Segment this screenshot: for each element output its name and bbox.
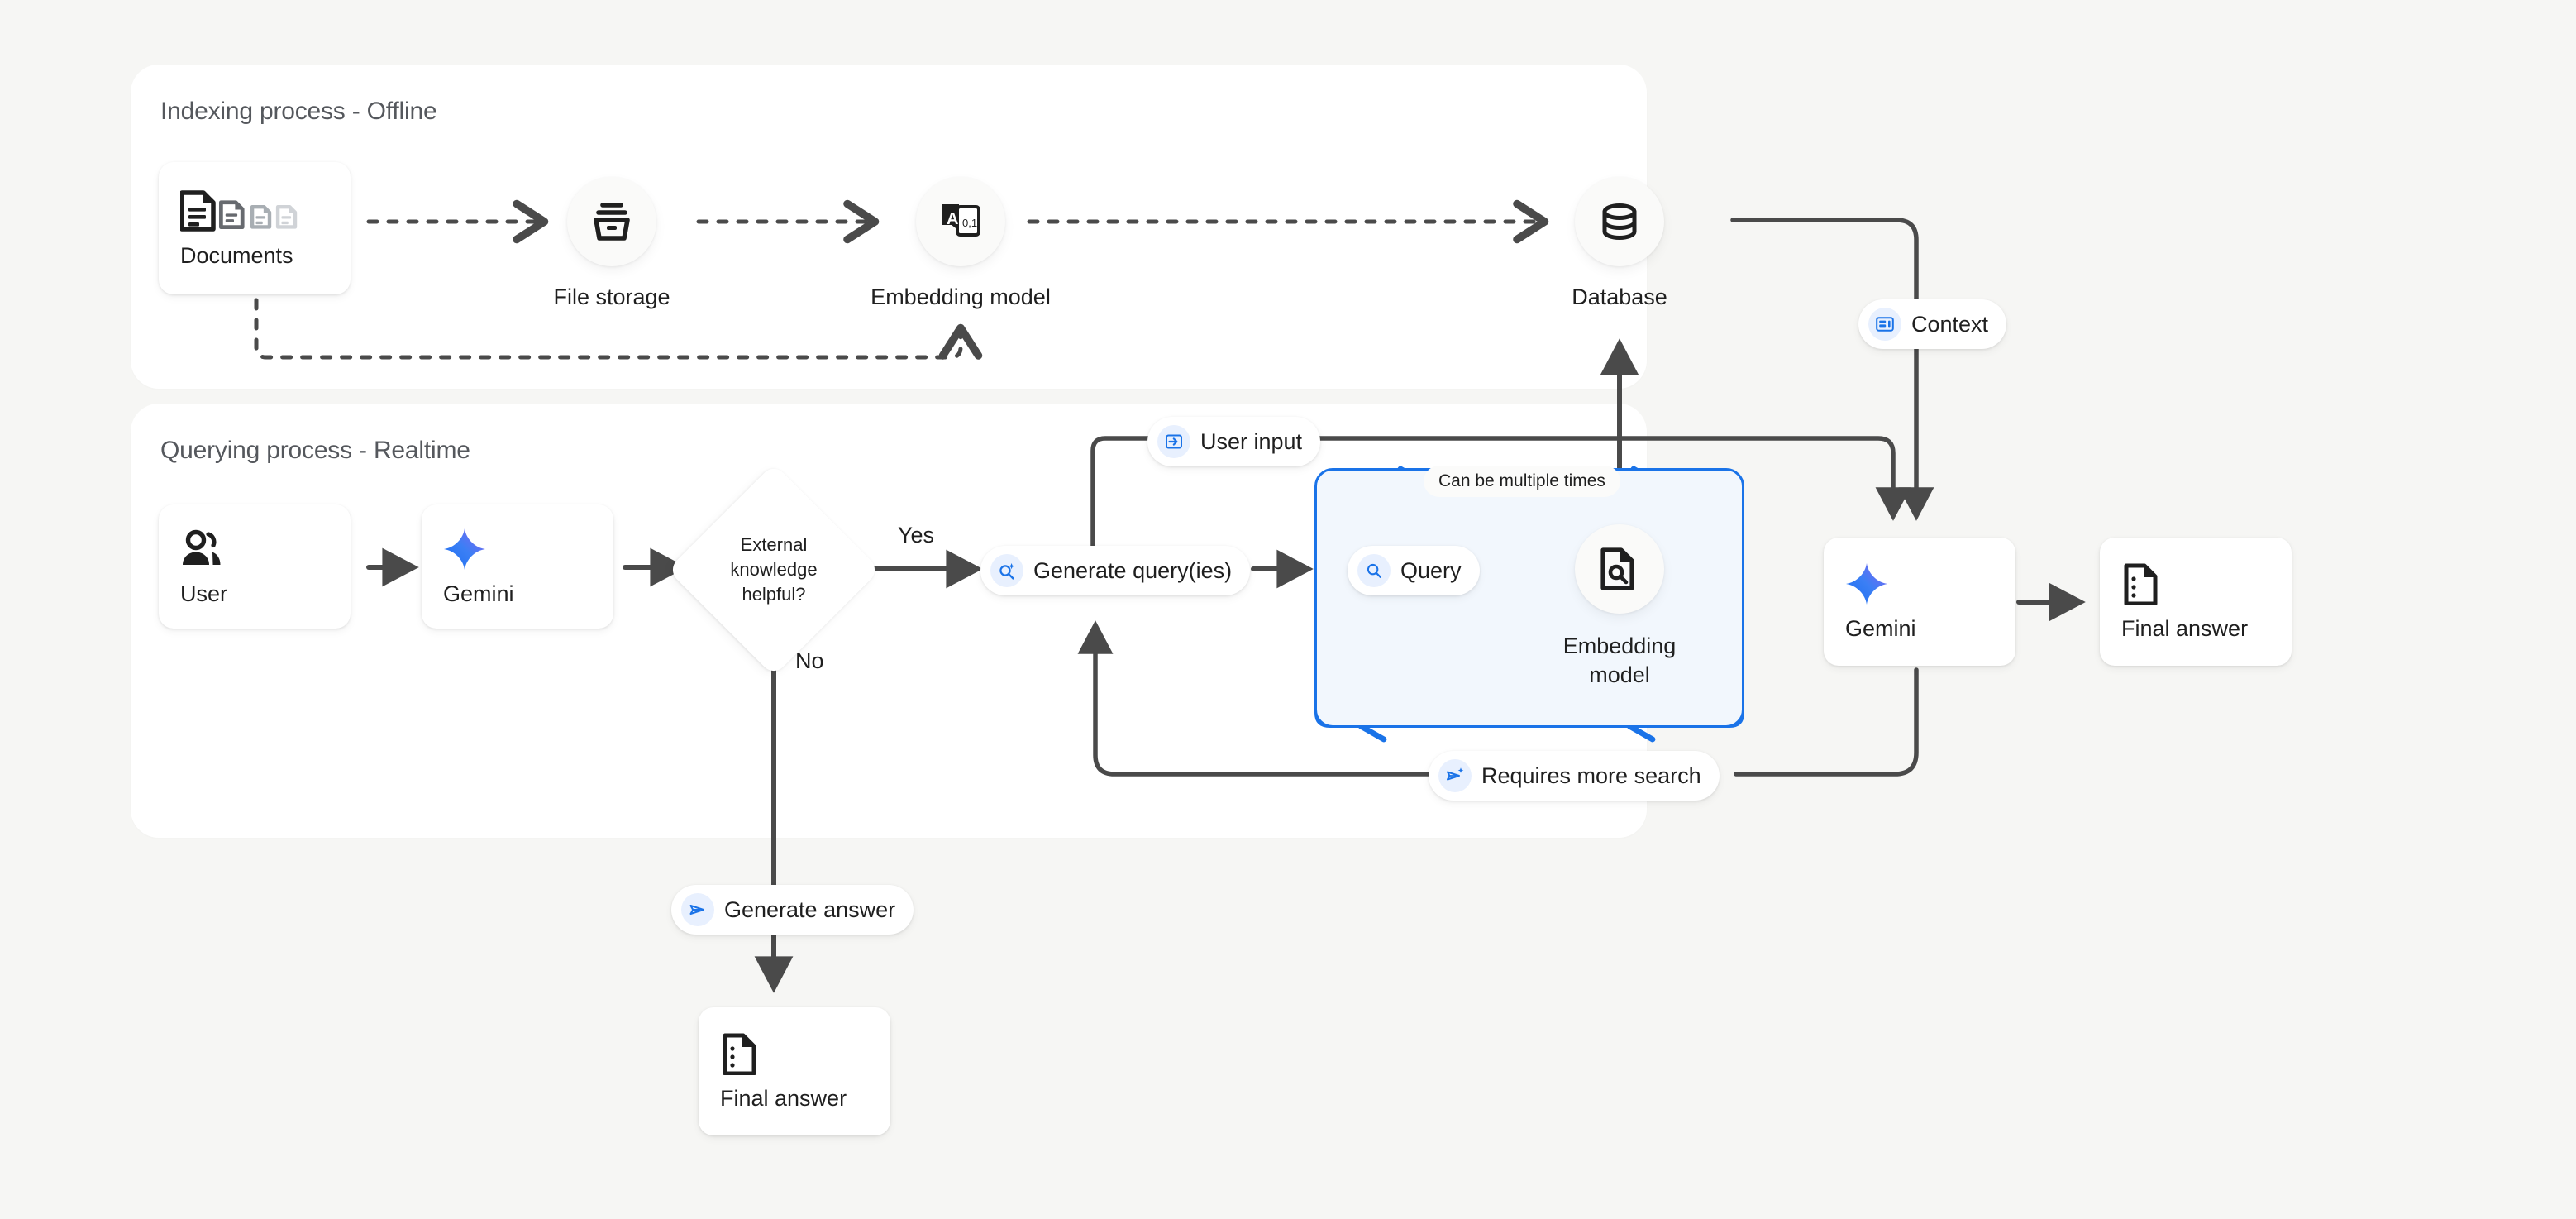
badge-generate-queries[interactable]: Generate query(ies) <box>980 546 1251 595</box>
node-file-storage[interactable]: File storage <box>553 177 670 309</box>
node-gemini-first[interactable]: Gemini <box>422 504 613 629</box>
edge-requires-more-search-to-generate-queries <box>1077 620 1431 777</box>
node-loop-embedding-model-label: Embedding model <box>1549 632 1690 689</box>
node-gemini-first-label: Gemini <box>443 581 514 606</box>
search-loop-container <box>1314 468 1744 728</box>
panel-querying-title: Querying process - Realtime <box>160 437 470 464</box>
loop-note-label: Can be multiple times <box>1424 466 1620 497</box>
magnifier-icon <box>1357 554 1391 587</box>
edge-label-no: No <box>795 648 824 673</box>
node-final-answer-right[interactable]: Final answer <box>2100 538 2292 666</box>
node-user-label: User <box>180 581 228 606</box>
search-sparkle-icon <box>990 554 1023 587</box>
decision-line-3: helpful? <box>742 583 806 605</box>
edge-label-yes: Yes <box>898 523 935 547</box>
database-icon <box>1575 177 1664 266</box>
edge-database-to-gemini-context <box>1730 218 1934 521</box>
badge-user-input-label: User input <box>1200 428 1303 454</box>
decision-line-2: knowledge <box>730 559 818 581</box>
node-final-answer-bottom[interactable]: Final answer <box>699 1007 890 1135</box>
node-database-label: Database <box>1572 284 1667 309</box>
gemini-sparkle-icon <box>1845 562 2015 606</box>
node-user[interactable]: User <box>159 504 351 629</box>
document-search-icon <box>1575 524 1664 614</box>
send-sparkle-icon <box>1438 759 1472 792</box>
file-storage-icon <box>567 177 656 266</box>
node-embedding-model[interactable]: 0,1 A Embedding model <box>871 177 1051 309</box>
badge-context-label: Context <box>1911 311 1989 337</box>
edge-generate-queries-to-user-input <box>1090 436 1152 548</box>
loop-embedding-line-1: Embedding <box>1562 633 1677 658</box>
node-final-answer-bottom-label: Final answer <box>720 1086 847 1111</box>
panel-indexing-title: Indexing process - Offline <box>160 98 437 125</box>
input-arrow-icon <box>1157 425 1190 458</box>
badge-query-label: Query <box>1400 557 1462 583</box>
gemini-sparkle-icon <box>443 527 613 571</box>
final-answer-icon <box>720 1031 890 1076</box>
badge-context[interactable]: Context <box>1858 299 2007 349</box>
send-icon <box>681 893 714 926</box>
node-file-storage-label: File storage <box>553 284 670 309</box>
node-loop-embedding-model[interactable]: Embedding model <box>1563 524 1676 687</box>
decision-text: External knowledge helpful? <box>699 495 849 645</box>
embedding-model-icon: 0,1 A <box>916 177 1005 266</box>
badge-generate-queries-label: Generate query(ies) <box>1033 557 1233 583</box>
user-group-icon <box>180 527 351 571</box>
decision-external-knowledge[interactable]: External knowledge helpful? <box>667 463 880 676</box>
decision-line-1: External <box>740 534 808 556</box>
node-database[interactable]: Database <box>1572 177 1667 309</box>
node-gemini-final[interactable]: Gemini <box>1824 538 2015 666</box>
edge-user-input-to-gemini <box>1309 436 1911 521</box>
documents-icon <box>180 189 351 233</box>
badge-requires-more-search-label: Requires more search <box>1481 762 1701 788</box>
node-final-answer-right-label: Final answer <box>2121 616 2249 641</box>
node-gemini-final-label: Gemini <box>1845 616 1916 641</box>
badge-generate-answer[interactable]: Generate answer <box>671 885 914 935</box>
edge-documents-to-embedding-bottom <box>254 298 983 360</box>
badge-requires-more-search[interactable]: Requires more search <box>1429 751 1720 801</box>
context-panel-icon <box>1868 308 1901 341</box>
node-documents[interactable]: Documents <box>159 162 351 294</box>
badge-generate-answer-label: Generate answer <box>724 896 896 922</box>
badge-user-input[interactable]: User input <box>1147 417 1321 466</box>
node-embedding-model-label: Embedding model <box>871 284 1051 309</box>
svg-text:A: A <box>947 210 958 228</box>
panel-indexing-process: Indexing process - Offline <box>131 65 1647 389</box>
node-documents-label: Documents <box>180 242 293 268</box>
loop-embedding-line-2: model <box>1589 662 1650 687</box>
svg-text:0,1: 0,1 <box>962 217 977 229</box>
final-answer-icon <box>2121 562 2292 606</box>
edge-gemini-to-requires-more-search <box>1734 667 1919 777</box>
badge-query[interactable]: Query <box>1348 546 1480 595</box>
